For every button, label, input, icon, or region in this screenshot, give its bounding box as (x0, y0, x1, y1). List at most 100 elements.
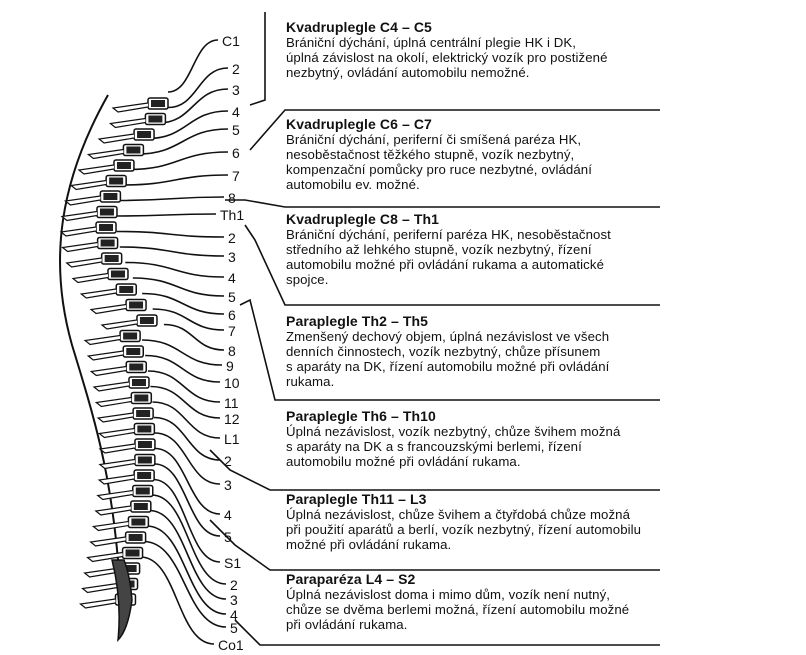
spinous-process (91, 537, 126, 546)
block-l4-s2: Paraparéza L4 – S2 Úplná nezávislost dom… (286, 572, 796, 632)
vertebra-shading (129, 534, 143, 541)
nerve-line (118, 197, 224, 201)
spinous-process (85, 336, 120, 345)
segment-label: C1 (222, 34, 240, 48)
segment-label: 5 (232, 123, 240, 137)
spinous-process (65, 196, 100, 205)
spinous-process (98, 413, 133, 422)
block-title: Paraplegle Th6 – Th10 (286, 409, 796, 424)
block-title: Paraplegle Th2 – Th5 (286, 314, 796, 329)
spinous-process (88, 351, 123, 360)
vertebra-shading (138, 441, 152, 448)
block-line: při ovládání rukama. (286, 617, 796, 632)
vertebra-shading (134, 395, 148, 402)
nerve-line (120, 247, 224, 256)
vertebra-shading (109, 178, 123, 185)
vertebra-shading (101, 240, 115, 247)
vertebra-shading (129, 364, 143, 371)
spinous-process (67, 258, 102, 267)
nerve-line (125, 263, 224, 278)
spinous-process (99, 475, 134, 484)
block-line: kompenzační pomůcky pro ruce nezbytné, o… (286, 162, 796, 177)
segment-label: 10 (224, 376, 240, 390)
spinous-process (93, 522, 128, 531)
spinous-process (71, 181, 106, 190)
block-line: Zmenšený dechový objem, úplná nezávislos… (286, 329, 796, 344)
block-line: automobilu možné při ovládání rukama a a… (286, 257, 796, 272)
vertebra-shading (131, 519, 145, 526)
spinous-process (98, 491, 133, 500)
segment-label: 3 (224, 478, 232, 492)
nerve-line (142, 294, 224, 315)
block-line: denních činnostech, vozík nezbytný, chůz… (286, 344, 796, 359)
vertebra-shading (126, 147, 140, 154)
nerve-line (116, 214, 216, 216)
vertebra-shading (123, 333, 137, 340)
vertebra-shading (129, 302, 143, 309)
spinous-process (102, 320, 137, 329)
segment-label: 6 (228, 308, 236, 322)
segment-label: 4 (232, 105, 240, 119)
nerve-line (147, 526, 226, 614)
segment-label: 3 (228, 250, 236, 264)
block-th11-l3: Paraplegle Th11 – L3 Úplná nezávislost, … (286, 492, 796, 552)
segment-label: 9 (226, 359, 234, 373)
nerve-line (168, 40, 218, 92)
spinous-process (96, 398, 131, 407)
spinous-process (99, 429, 134, 438)
nerve-line (154, 418, 220, 461)
nerve-line (164, 325, 224, 351)
spinous-process (63, 243, 98, 252)
block-title: Kvadruplegle C6 – C7 (286, 117, 796, 132)
block-title: Kvadruplegle C8 – Th1 (286, 212, 796, 227)
block-line: Brániční dýchání, úplná centrální plegie… (286, 35, 796, 50)
segment-label: Co1 (218, 638, 244, 652)
block-title: Paraplegle Th11 – L3 (286, 492, 796, 507)
vertebra-shading (136, 488, 150, 495)
block-line: spojce. (286, 272, 796, 287)
spinous-process (88, 150, 123, 159)
block-c6-c7: Kvadruplegle C6 – C7 Brániční dýchání, p… (286, 117, 796, 192)
segment-label: 2 (232, 62, 240, 76)
block-line: s aparáty na DK a s francouzskými berlem… (286, 439, 796, 454)
spinous-process (81, 289, 116, 298)
block-title: Kvadruplegle C4 – C5 (286, 20, 796, 35)
vertebra-shading (126, 550, 140, 557)
spinous-process (94, 382, 129, 391)
block-c4-c5: Kvadruplegle C4 – C5 Brániční dýchání, ú… (286, 20, 796, 80)
vertebra-shading (100, 209, 114, 216)
nerve-line (122, 175, 228, 185)
segment-label: Th1 (220, 208, 244, 222)
nerve-line (117, 232, 224, 238)
segment-label: 8 (228, 344, 236, 358)
segment-label: S1 (224, 556, 241, 570)
block-line: středního až lehkého stupně, vozík nezby… (286, 242, 796, 257)
block-line: chůze se dvěma berlemi možná, řízení aut… (286, 602, 796, 617)
block-line: rukama. (286, 374, 796, 389)
spinous-process (110, 119, 145, 128)
spinous-process (99, 134, 134, 143)
vertebra-shading (117, 162, 131, 169)
vertebra-shading (136, 410, 150, 417)
nerve-line (153, 309, 224, 330)
block-line: Brániční dýchání, periferní či smíšená p… (286, 132, 796, 147)
vertebra-shading (111, 271, 125, 278)
nerve-line (152, 402, 220, 438)
spinous-process (73, 274, 108, 283)
block-c8-th1: Kvadruplegle C8 – Th1 Brániční dýchání, … (286, 212, 796, 287)
segment-label: 2 (228, 231, 236, 245)
segment-label: 4 (224, 508, 232, 522)
vertebra-shading (137, 426, 151, 433)
block-line: Úplná nezávislost doma i mimo dům, vozík… (286, 587, 796, 602)
block-line: při použití aparátů a berlí, vozík nezby… (286, 522, 796, 537)
segment-label: 4 (228, 271, 236, 285)
vertebra-shading (132, 379, 146, 386)
block-line: Brániční dýchání, periferní paréza HK, n… (286, 227, 796, 242)
spinous-process (91, 367, 126, 376)
spinous-process (100, 444, 135, 453)
segment-label: 7 (232, 169, 240, 183)
vertebral-column (60, 95, 168, 640)
vertebra-shading (138, 457, 152, 464)
block-line: Úplná nezávislost, chůze švihem a čtyřdo… (286, 507, 796, 522)
spinous-process (79, 165, 114, 174)
